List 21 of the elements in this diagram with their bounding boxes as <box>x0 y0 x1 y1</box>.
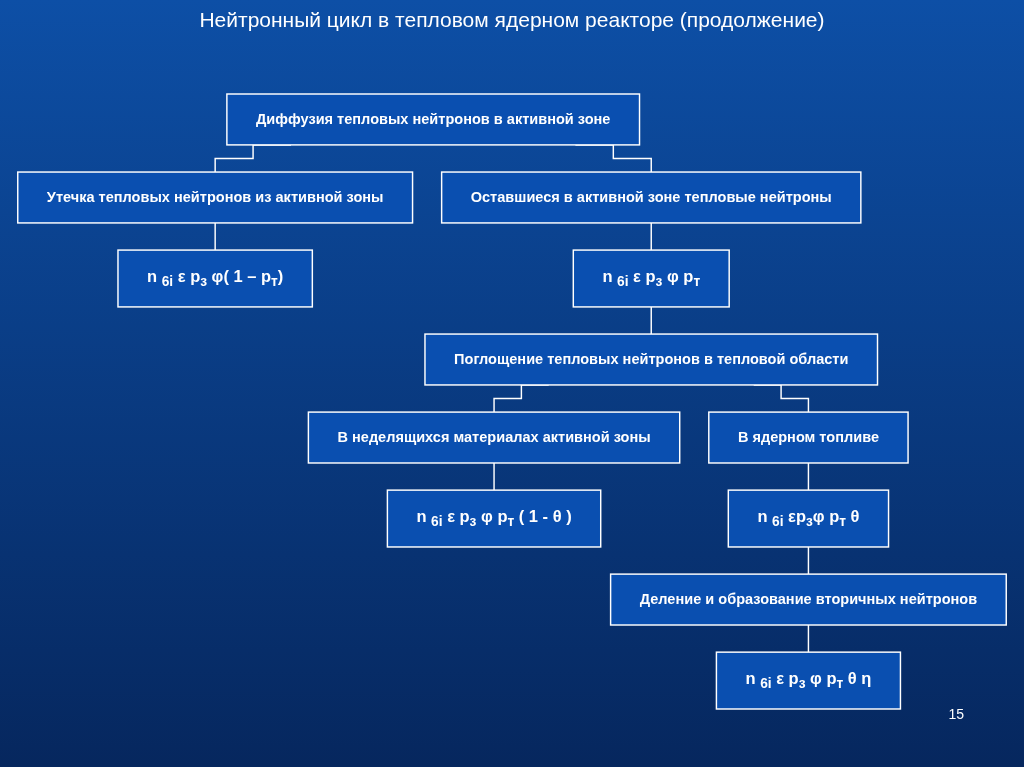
connector <box>650 306 652 335</box>
connector <box>214 222 216 251</box>
node-box: Диффузия тепловых нейтронов в активной зоне <box>226 93 641 146</box>
node-box: n $_{6i}$ ε p$_{з}$ φ( 1 – p$_{т}$) <box>117 249 314 308</box>
connector <box>493 462 495 491</box>
node-box: Утечка тепловых нейтронов из активной зоны <box>17 171 414 224</box>
node-box: В ядерном топливе <box>708 411 909 464</box>
title: Нейтронный цикл в тепловом ядерном реакторе (продолжение) <box>198 8 826 32</box>
connector <box>807 546 810 575</box>
node-box: Деление и образование вторичных нейтронов <box>609 573 1007 626</box>
node-box: n $_{6i}$ ε p$_{з}$ φ p$_{т}$ θ η <box>715 651 902 710</box>
node-box: n $_{6i}$ ε p$_{з}$ φ p$_{т}$ ( 1 - θ ) <box>386 489 602 548</box>
node-box: Поглощение тепловых нейтронов в тепловой области <box>424 333 879 386</box>
connector <box>650 222 652 251</box>
connector <box>807 624 810 653</box>
connector <box>807 462 810 491</box>
node-box: В неделящихся материалах активной зоны <box>307 411 681 464</box>
page-number: 15 <box>948 706 964 722</box>
node-box: n $_{6i}$ ε p$_{з}$ φ p$_{т}$ <box>572 249 730 308</box>
node-box: Оставшиеся в активной зоне тепловые нейтроны <box>440 171 862 224</box>
node-box: n $_{6i}$ εp$_{з}$φ p$_{т}$ θ <box>727 489 890 548</box>
